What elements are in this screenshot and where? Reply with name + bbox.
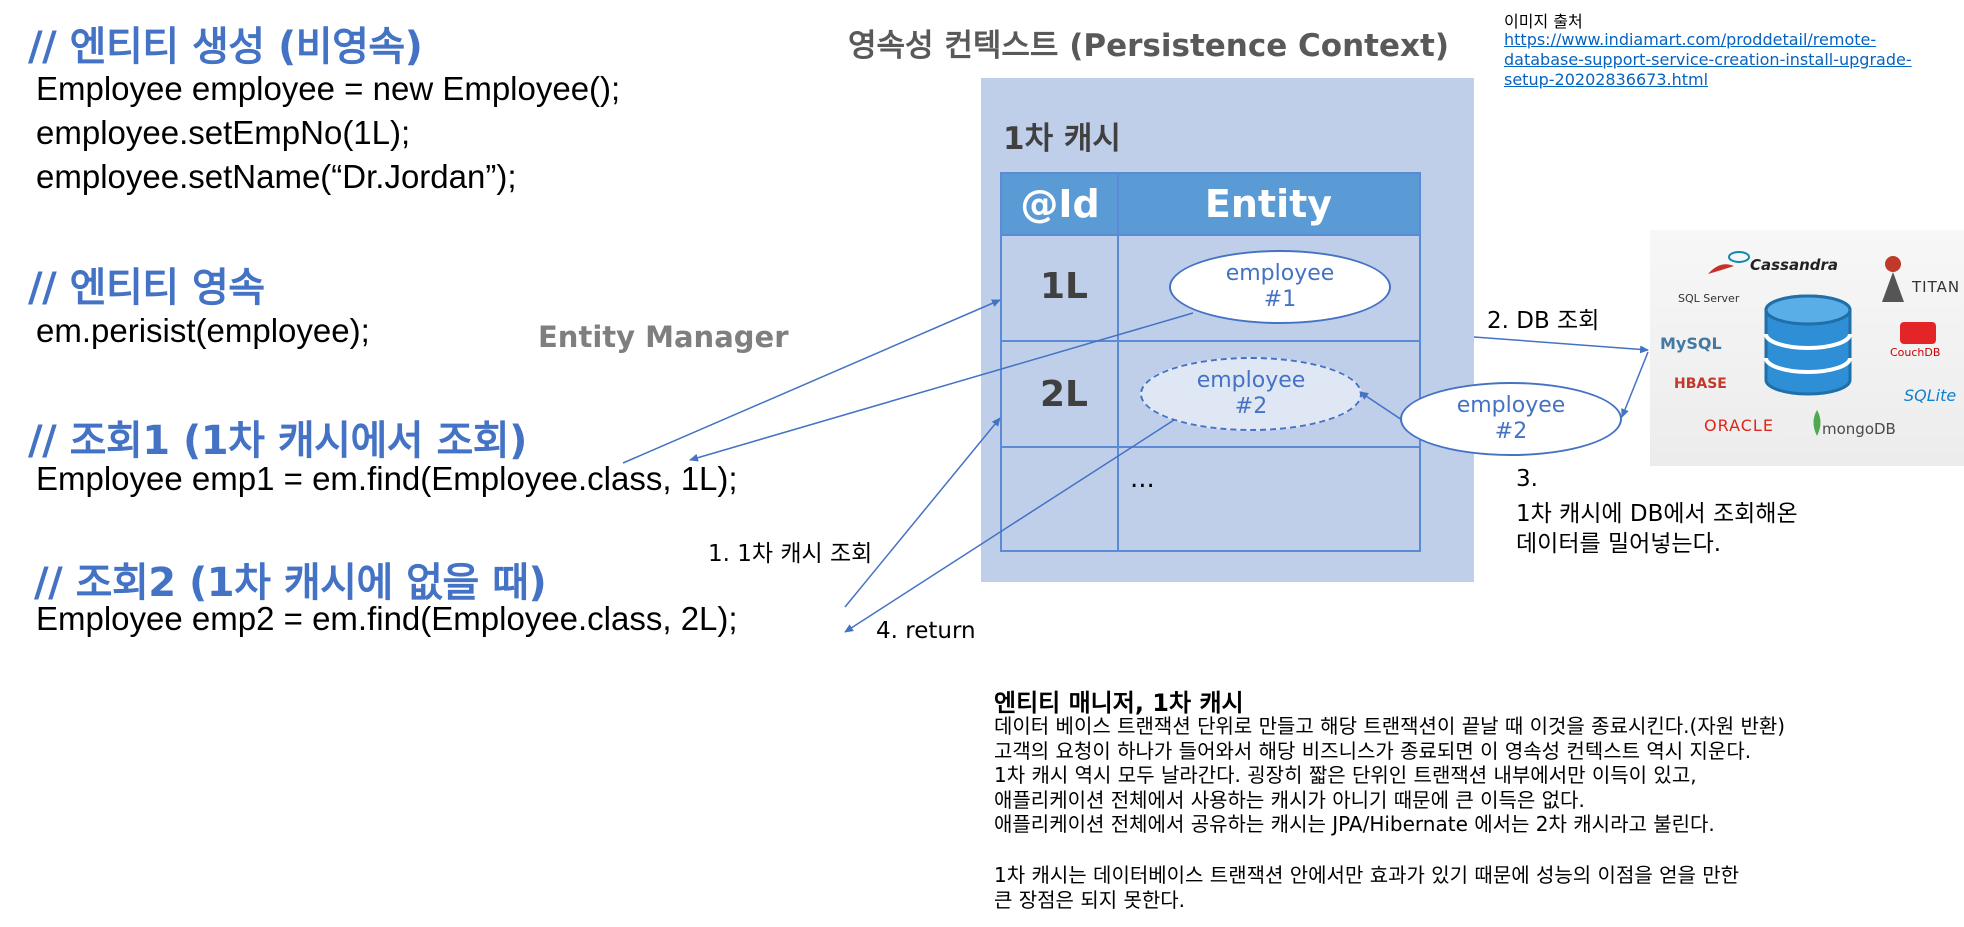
couchdb-logo: CouchDB bbox=[1890, 346, 1941, 359]
oracle-logo: ORACLE bbox=[1704, 416, 1774, 435]
database-logos-image: Cassandra SQL Server TITAN MySQL CouchDB… bbox=[1650, 230, 1964, 466]
cassandra-logo: Cassandra bbox=[1750, 256, 1839, 274]
database-icon bbox=[1764, 294, 1852, 396]
entity-number: #2 bbox=[1494, 419, 1528, 444]
notes-line: 1차 캐시 역시 모두 날라간다. 굉장히 짧은 단위인 트랜잭션 내부에서만 … bbox=[994, 763, 1697, 787]
entity-number: #2 bbox=[1234, 394, 1268, 419]
code-line-find1: Employee emp1 = em.find(Employee.class, … bbox=[36, 460, 738, 497]
notes-line: 애플리케이션 전체에서 공유하는 캐시는 JPA/Hibernate 에서는 2… bbox=[994, 812, 1715, 836]
titan-logo: TITAN bbox=[1912, 278, 1961, 296]
table-cell-id-2L: 2L bbox=[1040, 374, 1088, 415]
arrow-find1-to-1L bbox=[622, 299, 1001, 464]
notes-line: 데이터 베이스 트랜잭션 단위로 만들고 해당 트랜잭션이 끝날 때 이것을 종… bbox=[994, 714, 1786, 738]
table-header bbox=[1002, 174, 1419, 234]
couchdb-icon bbox=[1900, 322, 1936, 344]
first-level-cache-table: @Id Entity 1L 2L ... bbox=[1000, 172, 1421, 552]
table-cell-ellipsis: ... bbox=[1130, 464, 1155, 494]
row-divider bbox=[1002, 234, 1419, 236]
sqlserver-logo: SQL Server bbox=[1678, 292, 1740, 305]
notes-line: 애플리케이션 전체에서 사용하는 캐시가 아니기 때문에 큰 이득은 없다. bbox=[994, 787, 1585, 812]
heading-find1: // 조회1 (1차 캐시에서 조회) bbox=[28, 418, 527, 464]
arrow-db-result bbox=[1621, 351, 1649, 418]
notes-line: 고객의 요청이 하나가 들어와서 해당 비즈니스가 종료되면 이 영속성 컨텍스… bbox=[994, 738, 1752, 763]
heading-create-entity: // 엔티티 생성 (비영속) bbox=[28, 24, 423, 70]
column-header-entity: Entity bbox=[1204, 182, 1333, 226]
code-line-find2: Employee emp2 = em.find(Employee.class, … bbox=[36, 600, 738, 637]
entity-manager-label: Entity Manager bbox=[538, 320, 789, 354]
code-line-set-name: employee.setName(“Dr.Jordan”); bbox=[36, 158, 517, 195]
mysql-logo: MySQL bbox=[1660, 334, 1722, 353]
image-source-label: 이미지 출처 bbox=[1504, 12, 1583, 31]
column-divider bbox=[1117, 174, 1119, 550]
mongodb-leaf-icon bbox=[1813, 410, 1821, 436]
column-header-id: @Id bbox=[1020, 182, 1100, 226]
step-2-label: 2. DB 조회 bbox=[1487, 308, 1600, 334]
entity-number: #1 bbox=[1263, 287, 1297, 312]
row-divider bbox=[1002, 446, 1419, 448]
step-3-line2: 데이터를 밀어넣는다. bbox=[1516, 531, 1722, 557]
cassandra-eye-icon bbox=[1728, 251, 1750, 263]
step-4-label: 4. return bbox=[876, 618, 976, 644]
persistence-context-title: 영속성 컨텍스트 (Persistence Context) bbox=[848, 28, 1450, 64]
arrow-return-entity2 bbox=[844, 419, 1175, 633]
hbase-logo: HBASE bbox=[1674, 376, 1727, 392]
image-source-link[interactable]: https://www.indiamart.com/proddetail/rem… bbox=[1504, 30, 1912, 89]
arrow-db-lookup bbox=[1473, 336, 1649, 354]
arrow-entity1-return bbox=[689, 312, 1194, 462]
mongodb-logo: mongoDB bbox=[1822, 420, 1896, 438]
code-line-set-empno: employee.setEmpNo(1L); bbox=[36, 114, 411, 151]
arrow-push-into-cache bbox=[1359, 391, 1403, 421]
notes-title: 엔티티 매니저, 1차 캐시 bbox=[994, 689, 1244, 717]
heading-persist-entity: // 엔티티 영속 bbox=[28, 265, 265, 311]
sqlite-logo: SQLite bbox=[1904, 386, 1957, 405]
sqlserver-icon bbox=[1708, 264, 1734, 274]
heading-find2: // 조회2 (1차 캐시에 없을 때) bbox=[34, 560, 547, 606]
step-3-line1: 1차 캐시에 DB에서 조회해온 bbox=[1516, 501, 1798, 527]
notes-line: 큰 장점은 되지 못한다. bbox=[994, 888, 1186, 912]
titan-icon bbox=[1882, 256, 1904, 302]
row-divider bbox=[1002, 340, 1419, 342]
entity-label: employee bbox=[1456, 393, 1566, 418]
step-3-number: 3. bbox=[1516, 466, 1538, 492]
entity-employee-1: employee #1 bbox=[1169, 250, 1391, 324]
step-1-label: 1. 1차 캐시 조회 bbox=[708, 541, 873, 567]
arrow-find2-to-2L bbox=[844, 417, 1001, 608]
entity-employee-2-cached: employee #2 bbox=[1140, 357, 1362, 431]
code-line-persist: em.perisist(employee); bbox=[36, 312, 370, 349]
entity-label: employee bbox=[1225, 261, 1335, 286]
entity-label: employee bbox=[1196, 368, 1306, 393]
table-cell-id-1L: 1L bbox=[1040, 266, 1088, 307]
first-level-cache-title: 1차 캐시 bbox=[1003, 121, 1121, 157]
code-line-create: Employee employee = new Employee(); bbox=[36, 70, 621, 107]
persistence-context-box bbox=[981, 78, 1474, 582]
notes-line: 1차 캐시는 데이터베이스 트랜잭션 안에서만 효과가 있기 때문에 성능의 이… bbox=[994, 863, 1740, 887]
